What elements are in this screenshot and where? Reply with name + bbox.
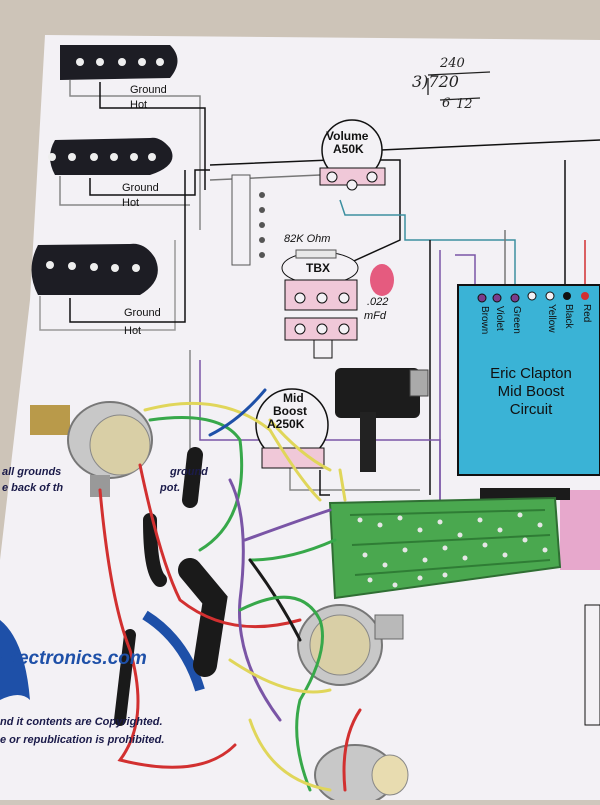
circuit-title: Eric Clapton Mid Boost Circuit — [462, 365, 600, 419]
handwritten-division: 3)720 — [412, 72, 459, 91]
pickup-3 — [31, 243, 158, 295]
mid-boost-label-1: Mid — [283, 391, 304, 405]
pickup-1 — [60, 45, 178, 80]
pot-bottom — [314, 744, 409, 805]
pickup-2-ground-label: Ground — [122, 182, 159, 194]
cap-unit-label: mFd — [364, 310, 386, 322]
tbx-drawing — [281, 249, 359, 359]
wire-label-green: Green — [511, 306, 522, 334]
circuit-title-line-3: Circuit — [509, 401, 553, 418]
ground-note-4: pot. — [160, 482, 181, 494]
handwritten-remainder: 12 — [456, 97, 473, 112]
logo-swoosh — [0, 620, 30, 700]
copyright-line-1: nd it contents are Copyrighted. — [0, 716, 163, 728]
circuit-title-line-1: Eric Clapton — [490, 365, 572, 382]
copyright-line-2: e or republication is prohibited. — [0, 734, 165, 746]
pot-left — [30, 401, 153, 497]
handwritten-quotient: 240 — [440, 56, 465, 71]
pickup-leads — [39, 80, 600, 500]
selector-switch — [231, 174, 265, 266]
ground-note-3: e back of th — [2, 482, 64, 494]
pickup-1-hot-label: Hot — [130, 99, 148, 111]
brand-text: Electronics.com — [0, 648, 147, 669]
wire-label-violet: Violet — [494, 306, 505, 331]
ground-note-1: all grounds — [2, 466, 62, 478]
pickup-2-hot-label: Hot — [122, 197, 140, 209]
mid-boost-value: A250K — [267, 417, 305, 431]
pickup-3-ground-label: Ground — [124, 307, 161, 319]
cap-value-label: .022 — [367, 296, 389, 308]
circuit-box — [457, 284, 600, 476]
pickup-1-ground-label: Ground — [130, 84, 167, 96]
loose-wires — [98, 388, 362, 792]
pickup-2 — [48, 137, 173, 175]
wire-label-red: Red — [581, 304, 592, 323]
output-jack — [335, 368, 429, 472]
mid-boost-label-2: Boost — [273, 404, 307, 418]
handwritten-subtrahend: 6 — [442, 96, 451, 111]
volume-pot-drawing — [319, 119, 386, 191]
mid-boost-pcb — [328, 496, 562, 600]
wire-label-yellow: Yellow — [546, 304, 557, 333]
capacitor-drawing — [370, 264, 394, 296]
pot-middle — [297, 604, 404, 686]
ground-note-2: ground — [170, 466, 208, 478]
volume-pot-label: Volume — [326, 129, 369, 143]
volume-pot-value: A50K — [333, 142, 364, 156]
pickup-3-hot-label: Hot — [124, 325, 142, 337]
wire-label-brown: Brown — [479, 306, 490, 335]
tbx-label: TBX — [306, 261, 330, 275]
mid-boost-pot-drawing — [255, 388, 329, 469]
tbx-resistor-label: 82K Ohm — [284, 233, 331, 245]
circuit-title-line-2: Mid Boost — [497, 383, 565, 400]
wire-label-black: Black — [563, 304, 574, 329]
circuit-terminals — [477, 291, 589, 303]
